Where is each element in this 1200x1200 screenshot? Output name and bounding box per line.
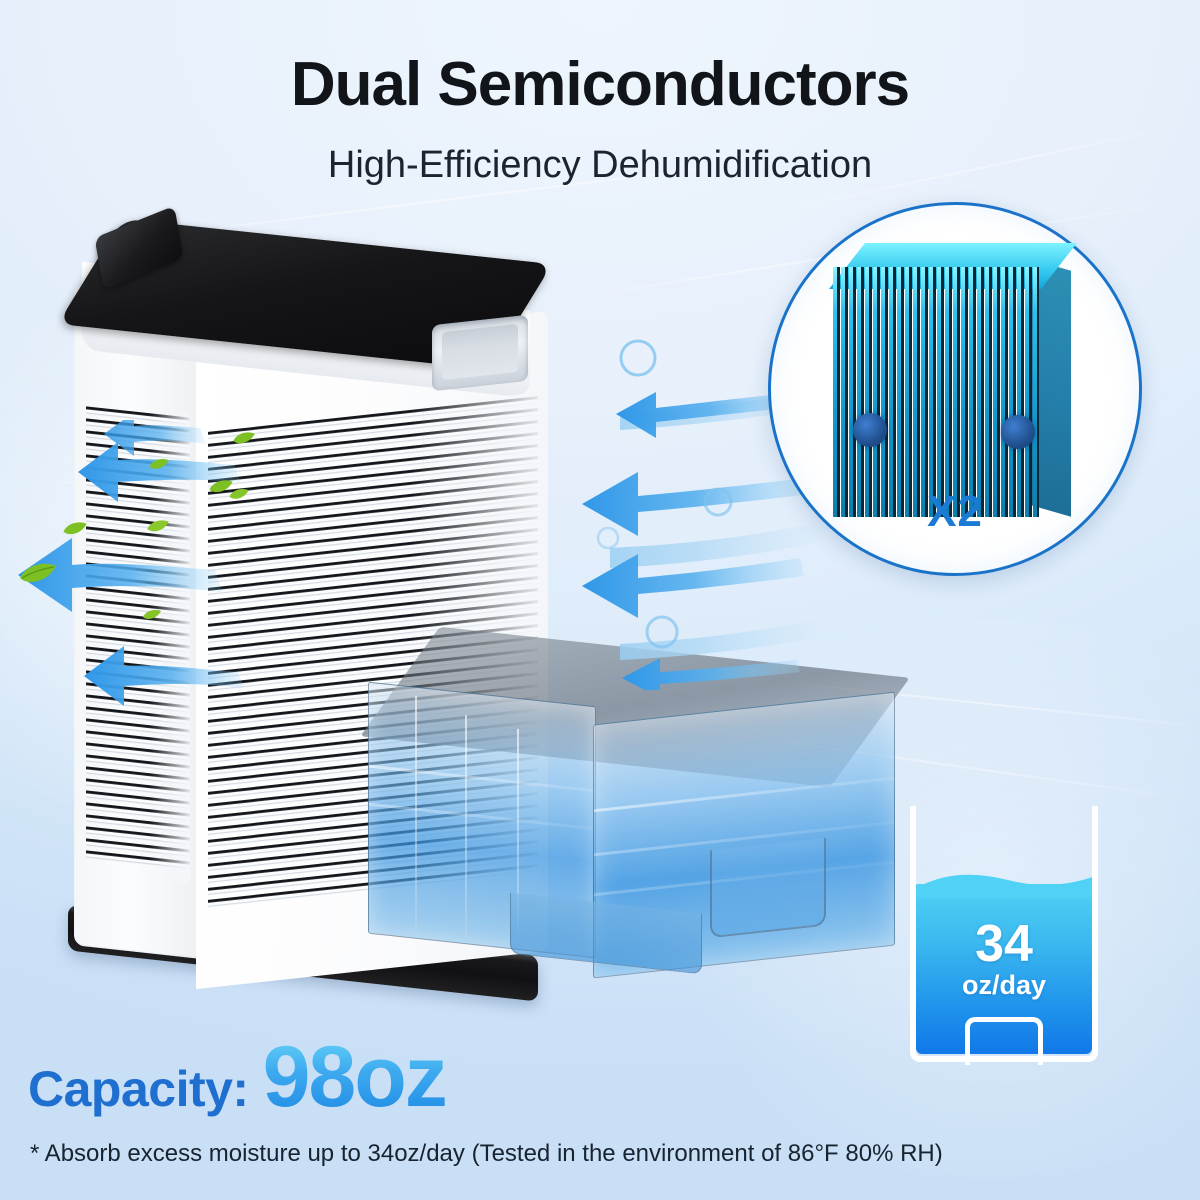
semiconductor-inset: X2 bbox=[768, 202, 1142, 576]
semiconductor-node bbox=[853, 413, 887, 447]
page-title: Dual Semiconductors bbox=[290, 50, 910, 119]
unit-grab-recess bbox=[432, 314, 528, 392]
rate-unit: oz/day bbox=[961, 970, 1047, 1000]
multiplier-label: X2 bbox=[927, 487, 983, 536]
badge-water-fill bbox=[916, 874, 1096, 1054]
capacity-value: 98oz bbox=[262, 1029, 448, 1125]
capacity-callout: Capacity: 98oz bbox=[28, 1034, 648, 1120]
heatsink-fins-icon bbox=[829, 243, 1077, 517]
page-subtitle: High-Efficiency Dehumidification bbox=[327, 144, 873, 186]
leaf-icon bbox=[20, 563, 56, 582]
dehumidifier-unit bbox=[57, 205, 910, 1020]
tank-handle-notch bbox=[710, 837, 826, 939]
rate-badge: 34 oz/day bbox=[910, 806, 1098, 1065]
water-tank bbox=[360, 626, 910, 979]
badge-tank-handle bbox=[965, 1017, 1043, 1065]
badge-tank-outline bbox=[910, 806, 1098, 1062]
vent-louvers-left bbox=[86, 402, 190, 884]
rate-number: 34 bbox=[975, 915, 1033, 973]
footnote: * Absorb excess moisture up to 34oz/day … bbox=[30, 1140, 943, 1167]
water-wave bbox=[916, 874, 1096, 898]
capacity-label: Capacity: bbox=[28, 1061, 249, 1117]
semiconductor-node bbox=[1001, 415, 1035, 449]
